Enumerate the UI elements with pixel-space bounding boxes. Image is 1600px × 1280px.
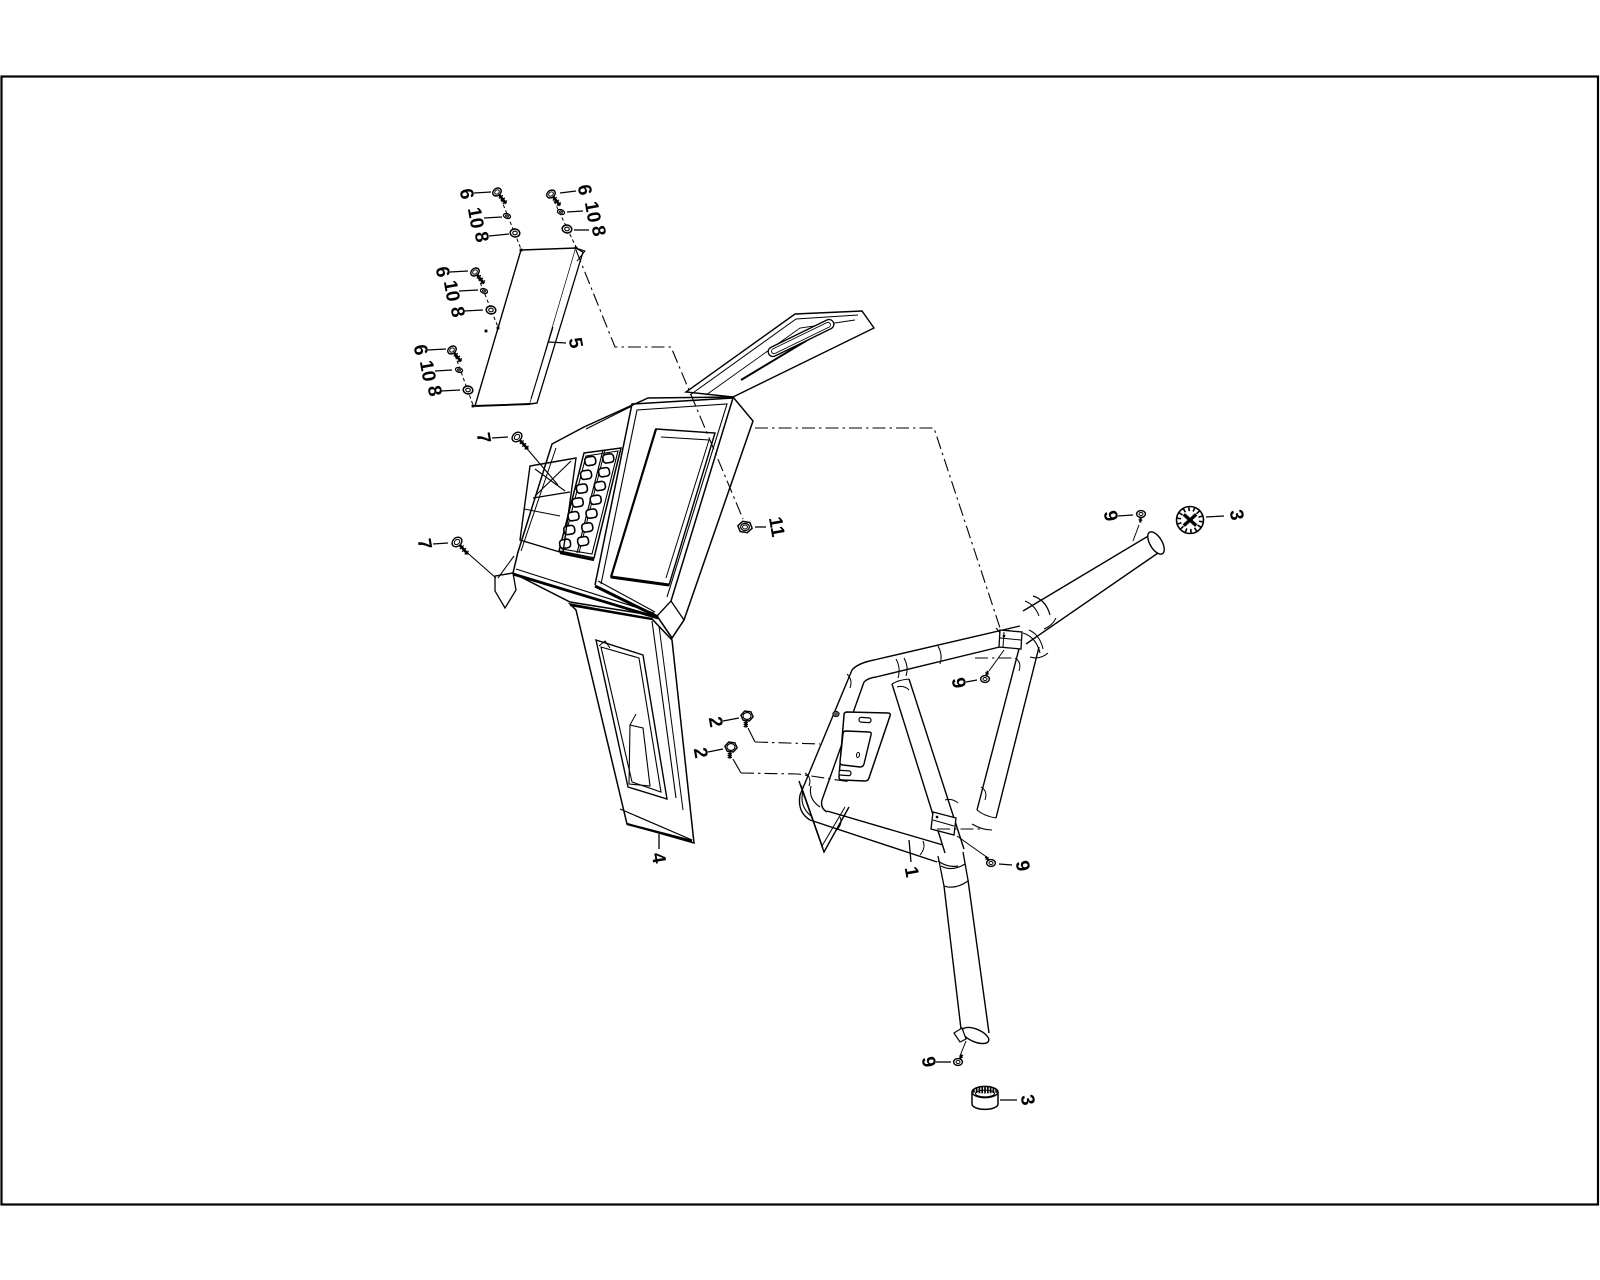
svg-text:2: 2 bbox=[689, 746, 712, 760]
svg-text:3: 3 bbox=[1225, 508, 1248, 522]
svg-text:9: 9 bbox=[1011, 859, 1034, 873]
svg-text:10: 10 bbox=[580, 200, 604, 224]
svg-text:8: 8 bbox=[587, 224, 610, 238]
svg-text:3: 3 bbox=[1016, 1093, 1039, 1107]
svg-text:2: 2 bbox=[704, 715, 727, 729]
svg-text:7: 7 bbox=[472, 431, 495, 445]
svg-text:9: 9 bbox=[947, 676, 970, 690]
svg-text:8: 8 bbox=[470, 230, 493, 244]
svg-text:8: 8 bbox=[446, 305, 469, 319]
svg-text:6: 6 bbox=[431, 265, 454, 279]
svg-text:5: 5 bbox=[564, 336, 587, 350]
svg-text:6: 6 bbox=[573, 183, 596, 197]
svg-text:1: 1 bbox=[900, 865, 923, 879]
svg-text:11: 11 bbox=[764, 515, 788, 539]
svg-text:9: 9 bbox=[917, 1055, 940, 1069]
svg-text:9: 9 bbox=[1099, 509, 1122, 523]
svg-text:10: 10 bbox=[463, 206, 487, 230]
svg-text:6: 6 bbox=[409, 343, 432, 357]
svg-text:7: 7 bbox=[413, 537, 436, 551]
svg-text:6: 6 bbox=[455, 187, 478, 201]
svg-text:8: 8 bbox=[423, 384, 446, 398]
svg-text:4: 4 bbox=[647, 851, 670, 865]
